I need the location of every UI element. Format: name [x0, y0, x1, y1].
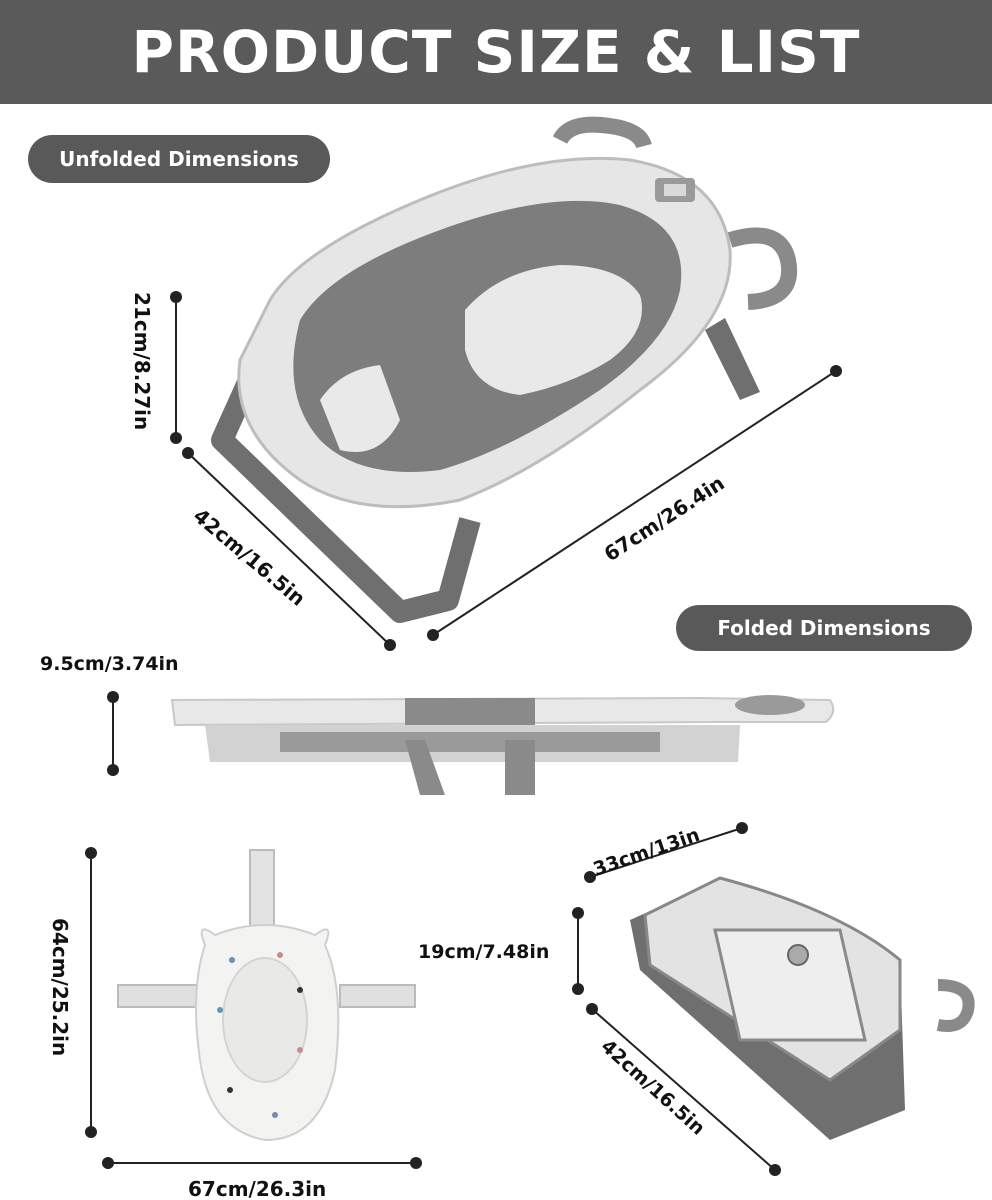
- folded-height-marker: [107, 691, 119, 776]
- bath-seat-image: [117, 849, 416, 1142]
- unfolded-height-label: 21cm/8.27in: [130, 292, 154, 430]
- folded-depth-label: 42cm/16.5in: [597, 1035, 709, 1139]
- seat-width-marker: [102, 1157, 422, 1169]
- unfolded-tub-image: [211, 116, 798, 623]
- title-banner: PRODUCT SIZE & LIST: [0, 0, 992, 104]
- folded-depth-marker: [586, 1003, 781, 1176]
- unfolded-width-marker: [182, 447, 396, 651]
- folded-top-label: 33cm/13in: [590, 824, 702, 881]
- folded-top-marker: [584, 822, 748, 883]
- seat-height-label: 64cm/25.2in: [48, 918, 72, 1056]
- unfolded-length-marker: [427, 365, 842, 641]
- unfolded-dimensions-label: Unfolded Dimensions: [59, 147, 299, 171]
- seat-width-label: 67cm/26.3in: [188, 1177, 326, 1200]
- page-title: PRODUCT SIZE & LIST: [131, 18, 861, 86]
- unfolded-dimensions-badge: Unfolded Dimensions: [28, 135, 330, 183]
- folded-thickness-label: 19cm/7.48in: [418, 941, 549, 963]
- folded-tub-top-image: [630, 876, 975, 1140]
- folded-dimensions-label: Folded Dimensions: [717, 616, 931, 640]
- folded-dimensions-badge: Folded Dimensions: [676, 605, 972, 651]
- folded-thickness-marker: [572, 907, 584, 995]
- seat-height-marker: [85, 847, 97, 1138]
- unfolded-length-label: 67cm/26.4in: [600, 471, 729, 566]
- folded-tub-side-image: [170, 695, 835, 795]
- folded-height-label: 9.5cm/3.74in: [40, 653, 179, 675]
- unfolded-height-marker: [170, 291, 182, 444]
